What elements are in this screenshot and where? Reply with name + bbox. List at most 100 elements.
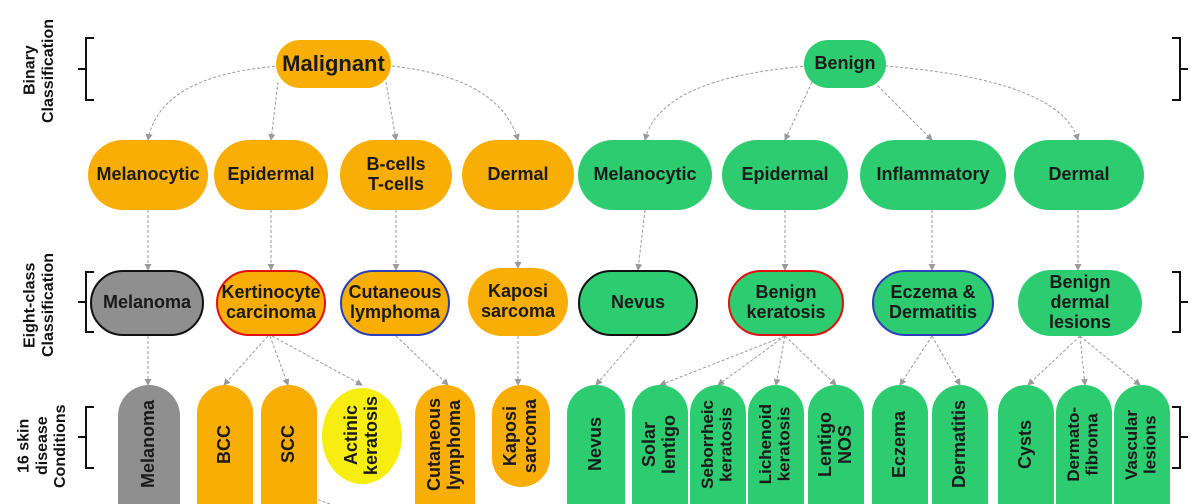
right-bracket-eight [1172,271,1181,333]
arrow [884,65,1080,141]
node-label: B-cells T-cells [366,154,426,194]
cond-bcc: BCC [197,385,253,504]
cond-dermatofibroma: Dermato- fibroma [1056,385,1112,504]
arrow [271,335,363,386]
node-label: Cutaneous lymphoma [424,397,464,491]
cond-lentigo-nos: Lentigo NOS [808,385,864,504]
node-label: BCC [214,425,235,464]
node-melanoma: Melanoma [90,270,204,336]
node-label: Melanoma [138,400,159,489]
node-label: SCC [278,425,299,464]
level-label-binary: Binary Classification [21,18,57,123]
level-label-eight-class: Eight-class Classification [21,252,57,358]
arrow [223,335,269,386]
node-label: Vascular lesions [1122,409,1160,480]
arrow [268,81,279,141]
arrow [635,209,646,271]
node-benign-dermal-lesions: Benign dermal lesions [1018,270,1142,336]
arrow [595,335,639,386]
arrow [145,65,281,141]
node-ben-epidermal: Epidermal [722,140,848,210]
node-kaposi-sarcoma: Kaposi sarcoma [468,268,568,336]
node-label: Dermal [1048,164,1110,185]
node-nevus: Nevus [578,270,698,336]
node-label: Seborrheic keratosis [698,400,736,489]
cond-vascular-lesions: Vascular lesions [1114,385,1170,504]
right-bracket-sixteen [1172,406,1181,469]
cond-kaposi-sarcoma: Kaposi sarcoma [492,385,550,487]
left-bracket-sixteen [85,406,94,469]
arrow [1079,335,1088,386]
node-label: Solar lentigo [639,415,679,474]
node-label: Kaposi sarcoma [500,398,540,474]
node-label: Eczema & Dermatitis [888,282,978,322]
node-label: Benign keratosis [746,282,826,322]
node-label: Lichenoid keratosis [756,404,794,485]
arrow [717,335,786,386]
arrow [385,81,399,141]
node-label: Benign [814,53,876,74]
node-label: Actinic keratosis [341,396,381,476]
cond-melanoma: Melanoma [118,385,180,504]
node-ben-dermal: Dermal [1014,140,1144,210]
node-label: Dermato- fibroma [1064,407,1102,482]
arrow [391,65,520,141]
arrow [931,335,961,386]
node-label: Kaposi sarcoma [480,281,556,321]
cond-eczema: Eczema [872,385,928,504]
node-mal-dermal: Dermal [462,140,574,210]
cond-dermatitis: Dermatitis [932,385,988,504]
node-label: Epidermal [227,164,315,185]
arrow [1079,335,1141,386]
node-mal-bt-cells: B-cells T-cells [340,140,452,210]
node-benign: Benign [804,40,886,88]
arrow [1027,335,1081,386]
node-label: Nevus [610,292,666,313]
arrow [899,335,933,386]
node-cutaneous-lymphoma: Cutaneous lymphoma [340,270,450,336]
node-label: Eczema [889,410,910,479]
arrow [269,335,290,386]
cond-cutaneous-lymphoma: Cutaneous lymphoma [415,385,475,504]
arrow [784,335,837,386]
node-mal-melanocytic: Melanocytic [88,140,208,210]
cond-seborrheic-keratosis: Seborrheic keratosis [690,385,746,504]
arrow [784,81,813,141]
node-ben-inflammatory: Inflammatory [860,140,1006,210]
cond-scc: SCC [261,385,317,504]
node-label: Epidermal [741,164,829,185]
node-label: Dermal [487,164,549,185]
node-mal-epidermal: Epidermal [214,140,328,210]
node-label: Melanocytic [96,164,200,185]
node-label: Cutaneous lymphoma [348,282,442,322]
node-label: Melanoma [102,292,192,313]
node-label: Benign dermal lesions [1048,272,1112,332]
node-label: Melanocytic [593,164,697,185]
node-label: Dermatitis [949,400,970,489]
cond-lichenoid-keratosis: Lichenoid keratosis [748,385,804,504]
node-label: Nevus [585,417,606,472]
node-ben-melanocytic: Melanocytic [578,140,712,210]
arrow [659,335,786,387]
arrow [395,335,449,386]
cond-solar-lentigo: Solar lentigo [632,385,688,504]
arrow [773,335,786,386]
level-label-sixteen: 16 skin disease Conditions [15,404,70,488]
node-benign-keratosis: Benign keratosis [728,270,844,336]
left-bracket-binary [85,37,94,101]
node-malignant: Malignant [276,40,391,88]
node-label: Malignant [282,50,385,76]
right-bracket-binary [1172,37,1181,101]
arrow [643,65,809,141]
cond-actinic-keratosis: Actinic keratosis [322,388,402,484]
node-eczema-dermatitis: Eczema & Dermatitis [872,270,994,336]
node-label: Lentigo NOS [815,412,855,477]
cond-nevus: Nevus [567,385,625,504]
node-keratinocyte-carcinoma: Kertinocyte carcinoma [216,270,326,336]
cond-cysts: Cysts [998,385,1054,504]
node-label: Inflammatory [876,164,990,185]
node-label: Cysts [1015,419,1036,470]
arrow [873,81,933,141]
